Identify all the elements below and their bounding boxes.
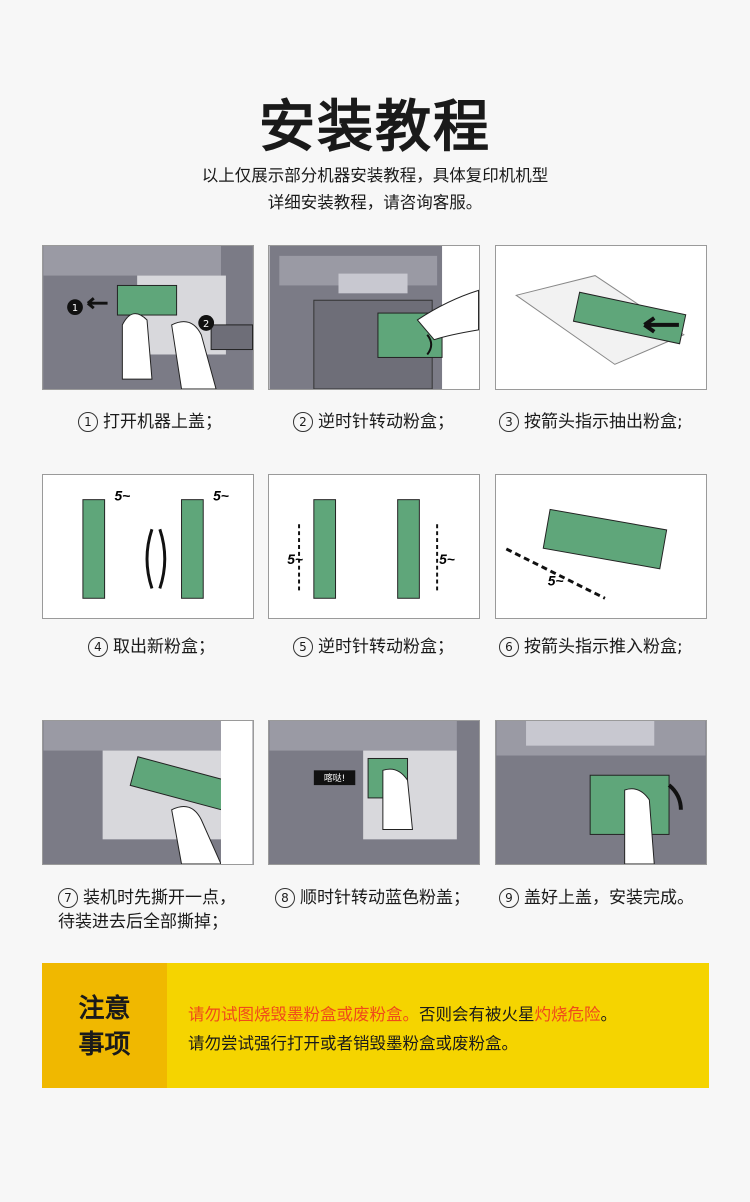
step-2-image [268, 245, 480, 390]
step-number: 6 [499, 637, 519, 657]
step-3-image [495, 245, 707, 390]
notice-text: 。 [600, 1005, 618, 1024]
notice-text: 否则会有被火星 [419, 1005, 535, 1024]
step-text: 打开机器上盖； [103, 412, 222, 432]
step-number: 7 [58, 888, 78, 908]
step-number: 5 [293, 637, 313, 657]
notice-heading-line: 注意 [78, 994, 131, 1024]
marker-1-label: 1 [72, 303, 78, 314]
page-title: 安装教程 [259, 95, 491, 160]
step-text: 逆时针转动粉盒； [318, 637, 454, 657]
step-number: 3 [499, 412, 519, 432]
shake-label: 5~ [213, 489, 229, 504]
step-number: 8 [275, 888, 295, 908]
notice-heading-block: 注意事项 [42, 963, 167, 1088]
step-text: 按箭头指示抽出粉盒; [524, 412, 683, 432]
marker-2-label: 2 [203, 319, 209, 330]
step-number: 2 [293, 412, 313, 432]
step-number: 1 [78, 412, 98, 432]
step-5-image: 5~ 5~ [268, 474, 480, 619]
step-text-line-2: 待装进去后全部撕掉； [58, 912, 228, 932]
warning-text: 灼烧危险 [534, 1005, 601, 1024]
step-8-image: 喀哒! [268, 720, 480, 865]
shake-label: 5~ [287, 552, 303, 567]
shake-label: 5~ [548, 573, 564, 588]
step-text: 逆时针转动粉盒； [318, 412, 454, 432]
notice-line-2: 请勿尝试强行打开或者销毁墨粉盒或废粉盒。 [188, 1034, 518, 1053]
notice-heading: 注意事项 [42, 991, 167, 1063]
step-text: 盖好上盖，安装完成。 [524, 888, 694, 908]
step-text: 顺时针转动蓝色粉盖； [300, 888, 470, 908]
step-number: 9 [499, 888, 519, 908]
shake-label: 5~ [114, 489, 130, 504]
step-number: 4 [88, 637, 108, 657]
step-4-image: 5~ 5~ [42, 474, 254, 619]
step-text: 取出新粉盒； [113, 637, 215, 657]
step-9-image [495, 720, 707, 865]
step-text: 装机时先撕开一点， [83, 888, 236, 908]
step-6-image: 5~ [495, 474, 707, 619]
step-7-image [42, 720, 254, 865]
click-label: 喀哒! [324, 772, 345, 784]
notice-heading-line: 事项 [78, 1030, 131, 1060]
warning-text: 请勿试图烧毁墨粉盒或废粉盒。 [188, 1005, 419, 1024]
shake-label: 5~ [439, 552, 455, 567]
step-text: 按箭头指示推入粉盒; [524, 637, 683, 657]
subtitle-line-2: 详细安装教程，请咨询客服。 [267, 193, 483, 212]
notice-line-1: 请勿试图烧毁墨粉盒或废粉盒。否则会有被火星灼烧危险。 [188, 1001, 617, 1025]
subtitle-line-1: 以上仅展示部分机器安装教程，具体复印机机型 [201, 166, 549, 185]
notice-box: 注意事项 请勿试图烧毁墨粉盒或废粉盒。否则会有被火星灼烧危险。 请勿尝试强行打开… [42, 963, 709, 1088]
